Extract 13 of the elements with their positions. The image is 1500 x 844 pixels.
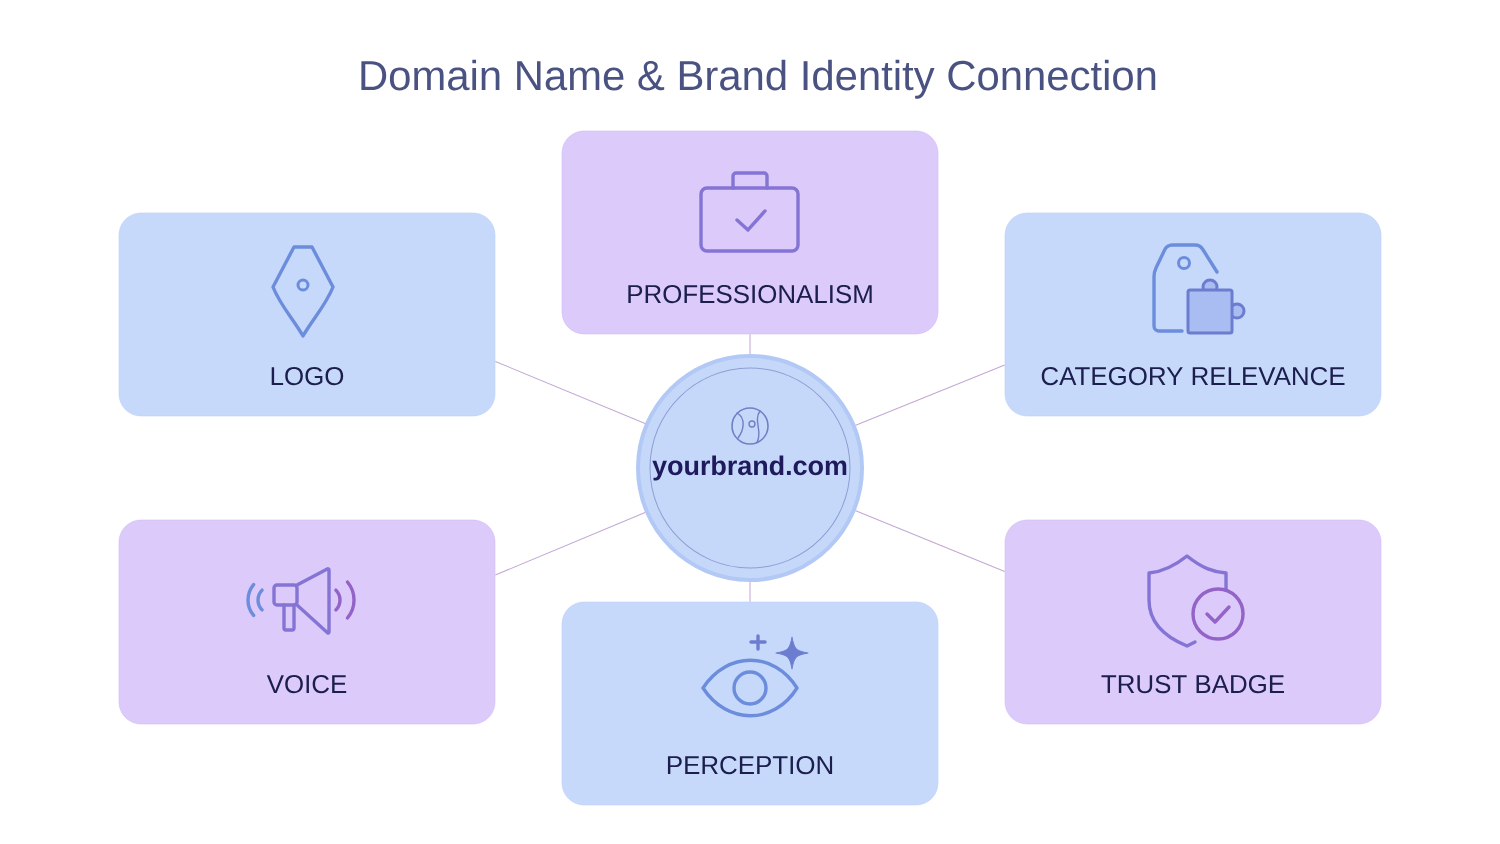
label-box: CATEGORY RELEVANCE xyxy=(1004,212,1382,417)
label-box: LOGO xyxy=(118,212,496,417)
connector-line xyxy=(494,512,646,576)
connector-line xyxy=(855,364,1006,426)
connector-line xyxy=(749,581,751,603)
connector-line xyxy=(855,510,1006,573)
label-box: VOICE xyxy=(118,519,496,725)
label-box: TRUST BADGE xyxy=(1004,519,1382,725)
label-box: PROFESSIONALISM xyxy=(561,130,939,335)
title: Domain Name & Brand Identity Connection xyxy=(361,59,1156,99)
label-box: PERCEPTION xyxy=(561,601,939,806)
connector-line xyxy=(749,333,751,355)
connector-line xyxy=(494,360,646,424)
